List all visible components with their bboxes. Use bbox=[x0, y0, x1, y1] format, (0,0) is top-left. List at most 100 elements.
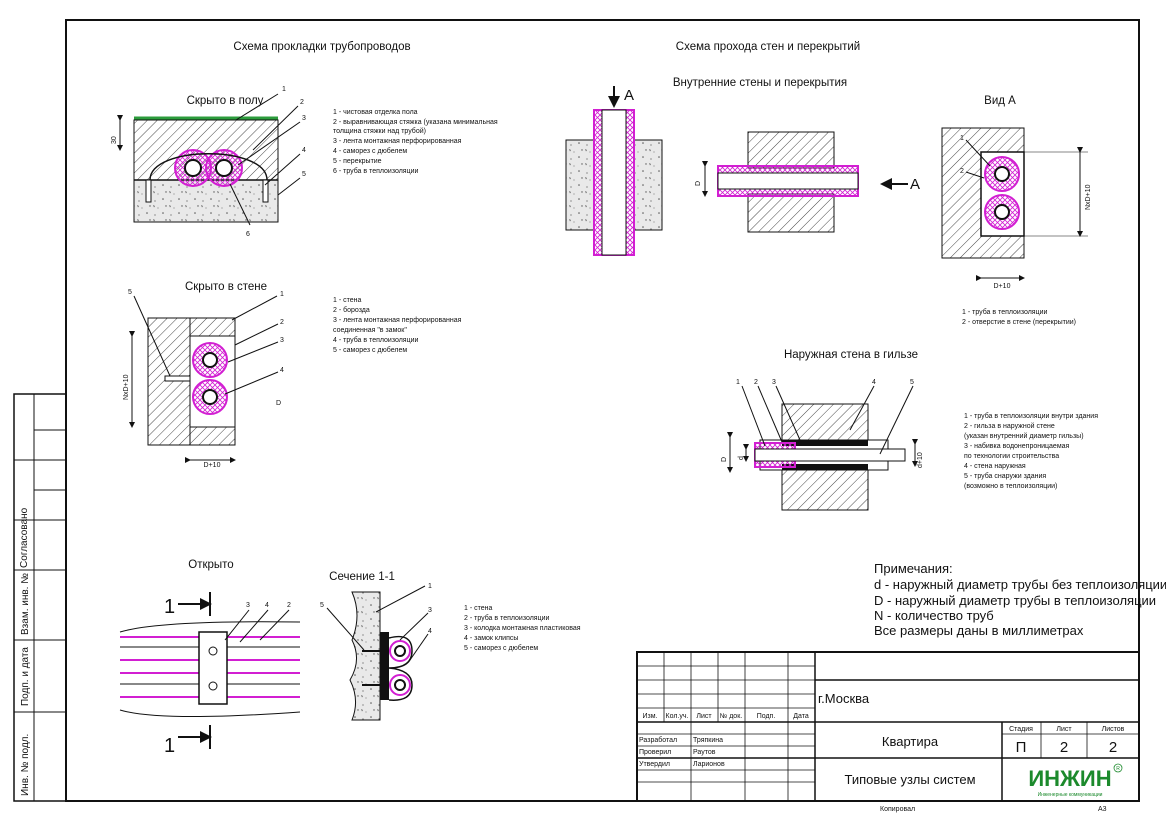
svg-text:1: 1 bbox=[736, 379, 740, 386]
svg-text:1: 1 bbox=[280, 291, 284, 298]
svg-text:толщина стяжки над трубой): толщина стяжки над трубой) bbox=[333, 127, 426, 135]
svg-text:4 - замок клипсы: 4 - замок клипсы bbox=[464, 635, 518, 642]
floor-dim-30: 30 bbox=[111, 136, 118, 144]
svg-text:2 - гильза в наружной стене: 2 - гильза в наружной стене bbox=[964, 422, 1055, 430]
svg-text:ИНЖИН: ИНЖИН bbox=[1028, 766, 1111, 791]
svg-text:Проверил: Проверил bbox=[639, 749, 671, 756]
svg-text:1: 1 bbox=[428, 583, 432, 590]
svg-text:Лист: Лист bbox=[696, 713, 712, 720]
svg-text:1 - стена: 1 - стена bbox=[333, 297, 362, 304]
svg-text:4 - труба в теплоизоляции: 4 - труба в теплоизоляции bbox=[333, 336, 419, 344]
svg-text:№ док.: № док. bbox=[720, 713, 742, 720]
svg-text:Тряпкина: Тряпкина bbox=[693, 737, 723, 744]
tb-sheet-title: Типовые узлы систем bbox=[844, 772, 975, 787]
tb-object: Квартира bbox=[882, 734, 939, 749]
open-legend: 1 - стена 2 - труба в теплоизоляции 3 - … bbox=[464, 605, 581, 652]
svg-text:Изм.: Изм. bbox=[643, 713, 658, 720]
svg-text:6 - труба в теплоизоляции: 6 - труба в теплоизоляции bbox=[333, 167, 419, 175]
svg-text:D+10: D+10 bbox=[204, 462, 221, 469]
svg-text:Подп.: Подп. bbox=[757, 713, 776, 720]
wall-legend: 1 - стена 2 - борозда 3 - лента монтажна… bbox=[333, 297, 462, 354]
svg-text:5 - саморез с дюбелем: 5 - саморез с дюбелем bbox=[464, 644, 538, 652]
wall-title: Скрыто в стене bbox=[185, 281, 267, 293]
svg-text:d+10: d+10 bbox=[917, 452, 924, 468]
svg-text:4: 4 bbox=[872, 379, 876, 386]
svg-text:2: 2 bbox=[300, 99, 304, 106]
internal-detail: Внутренние стены и перекрытия А D А bbox=[565, 77, 920, 256]
viewA-legend: 1 - труба в теплоизоляции 2 - отверстие … bbox=[962, 308, 1076, 326]
svg-text:1: 1 bbox=[282, 86, 286, 93]
svg-text:Разработал: Разработал bbox=[639, 736, 677, 744]
svg-text:Листов: Листов bbox=[1102, 726, 1125, 733]
svg-text:5: 5 bbox=[910, 379, 914, 386]
side-stamp: Согласовано Взам. инв. № Подп. и дата Ин… bbox=[13, 393, 67, 802]
svg-text:Все размеры даны в миллиметрах: Все размеры даны в миллиметрах bbox=[874, 623, 1084, 638]
svg-text:N - количество труб: N - количество труб bbox=[874, 608, 994, 623]
svg-text:1: 1 bbox=[960, 135, 964, 142]
svg-text:(указан внутренний диаметр гил: (указан внутренний диаметр гильзы) bbox=[964, 432, 1084, 440]
svg-text:Утвердил: Утвердил bbox=[639, 761, 670, 768]
svg-text:3 - лента монтажная перфориров: 3 - лента монтажная перфорированная bbox=[333, 317, 462, 324]
svg-text:3: 3 bbox=[302, 115, 306, 122]
svg-text:4: 4 bbox=[280, 367, 284, 374]
svg-text:3: 3 bbox=[246, 602, 250, 609]
svg-text:3 - колодка монтажная пластико: 3 - колодка монтажная пластиковая bbox=[464, 625, 581, 632]
svg-text:6: 6 bbox=[246, 231, 250, 238]
svg-text:D: D bbox=[721, 457, 728, 462]
svg-text:3: 3 bbox=[772, 379, 776, 386]
svg-text:5: 5 bbox=[128, 289, 132, 296]
tb-format: А3 bbox=[1098, 806, 1107, 813]
title-block: Изм. Кол.уч. Лист № док. Подп. Дата Разр… bbox=[636, 651, 1140, 802]
svg-text:2 - труба в теплоизоляции: 2 - труба в теплоизоляции bbox=[464, 614, 550, 622]
svg-text:1 - труба в теплоизоляции: 1 - труба в теплоизоляции bbox=[962, 308, 1048, 316]
svg-text:d: d bbox=[738, 456, 745, 460]
svg-text:4: 4 bbox=[265, 602, 269, 609]
svg-text:3 - лента монтажная перфориров: 3 - лента монтажная перфорированная bbox=[333, 138, 462, 145]
svg-text:Стадия: Стадия bbox=[1009, 726, 1033, 733]
svg-text:Дата: Дата bbox=[793, 713, 809, 720]
viewA-detail: Вид А NxD+10 D+10 1 2 bbox=[941, 95, 1092, 290]
svg-text:Кол.уч.: Кол.уч. bbox=[666, 713, 689, 720]
svg-text:1: 1 bbox=[164, 596, 175, 618]
svg-text:5 - труба снаружи здания: 5 - труба снаружи здания bbox=[964, 472, 1046, 480]
tb-sheet: 2 bbox=[1060, 739, 1068, 756]
internal-title: Внутренние стены и перекрытия bbox=[673, 77, 847, 89]
wall-detail: Скрыто в стене NxD+10 D+10 1 2 3 4 5 D bbox=[123, 281, 284, 469]
svg-text:2: 2 bbox=[754, 379, 758, 386]
floor-legend: 1 - чистовая отделка пола 2 - выравниваю… bbox=[333, 109, 498, 175]
svg-text:2 - отверстие в стене (перекры: 2 - отверстие в стене (перекрытии) bbox=[962, 319, 1076, 326]
stamp-inv-no: Инв. № подл. bbox=[20, 734, 31, 796]
svg-text:2 - борозда: 2 - борозда bbox=[333, 306, 370, 314]
stamp-agreed: Согласовано bbox=[19, 507, 30, 568]
svg-text:R: R bbox=[1116, 766, 1120, 772]
svg-text:5 - саморез с дюбелем: 5 - саморез с дюбелем bbox=[333, 346, 407, 354]
stamp-replace: Взам. инв. № bbox=[20, 573, 31, 635]
svg-text:D: D bbox=[276, 400, 281, 407]
svg-text:1 - труба в теплоизоляции внут: 1 - труба в теплоизоляции внутри здания bbox=[964, 412, 1098, 420]
svg-text:1 - стена: 1 - стена bbox=[464, 605, 493, 612]
svg-text:1 - чистовая отделка пола: 1 - чистовая отделка пола bbox=[333, 109, 418, 116]
svg-text:NxD+10: NxD+10 bbox=[1085, 184, 1092, 210]
title-left: Схема прокладки трубопроводов bbox=[233, 41, 410, 53]
svg-text:4 - саморез с дюбелем: 4 - саморез с дюбелем bbox=[333, 147, 407, 155]
svg-text:2: 2 bbox=[960, 168, 964, 175]
svg-text:3 - набивка водонепроницаемая: 3 - набивка водонепроницаемая bbox=[964, 442, 1070, 450]
svg-text:5: 5 bbox=[320, 602, 324, 609]
svg-text:D: D bbox=[695, 181, 702, 186]
svg-text:(возможно в теплоизоляции): (возможно в теплоизоляции) bbox=[964, 483, 1057, 490]
svg-text:2 - выравнивающая стяжка (указ: 2 - выравнивающая стяжка (указана минима… bbox=[333, 119, 498, 126]
svg-text:3: 3 bbox=[428, 607, 432, 614]
external-detail: Наружная стена в гильзе D d d+10 1 2 3 4… bbox=[721, 349, 924, 511]
svg-text:1: 1 bbox=[164, 735, 175, 757]
svg-text:4: 4 bbox=[302, 147, 306, 154]
svg-text:5: 5 bbox=[302, 171, 306, 178]
svg-text:4: 4 bbox=[428, 628, 432, 635]
open-title: Открыто bbox=[188, 559, 233, 571]
svg-text:А: А bbox=[910, 176, 920, 193]
svg-text:А: А bbox=[624, 87, 634, 104]
tb-city: г.Москва bbox=[818, 691, 870, 706]
notes-title: Примечания: bbox=[874, 561, 953, 576]
floor-detail: Скрыто в полу 30 1 2 3 4 5 6 bbox=[111, 86, 306, 238]
svg-text:4 - стена наружная: 4 - стена наружная bbox=[964, 463, 1026, 470]
